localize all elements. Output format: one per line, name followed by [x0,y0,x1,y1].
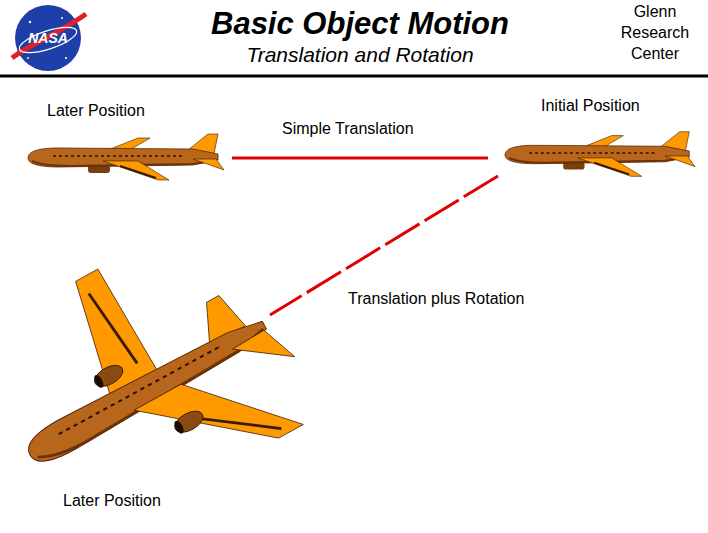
nasa-logo [12,5,86,71]
position-label: Initial Position [541,96,640,117]
airplane-initial [505,132,695,177]
airplane-later [28,134,224,180]
translation-path [232,157,488,160]
path-label: Simple Translation [282,119,414,140]
airplane-rotated [0,206,325,533]
center-name: Glenn Research Center [607,2,703,64]
logo-text: NASA [28,29,68,47]
position-label: Later Position [47,101,145,122]
subtitle: Translation and Rotation [246,41,473,68]
header-rule [0,75,708,78]
position-label: Later Position [63,491,161,512]
path-label: Translation plus Rotation [348,289,524,310]
title: Basic Object Motion [200,6,520,42]
